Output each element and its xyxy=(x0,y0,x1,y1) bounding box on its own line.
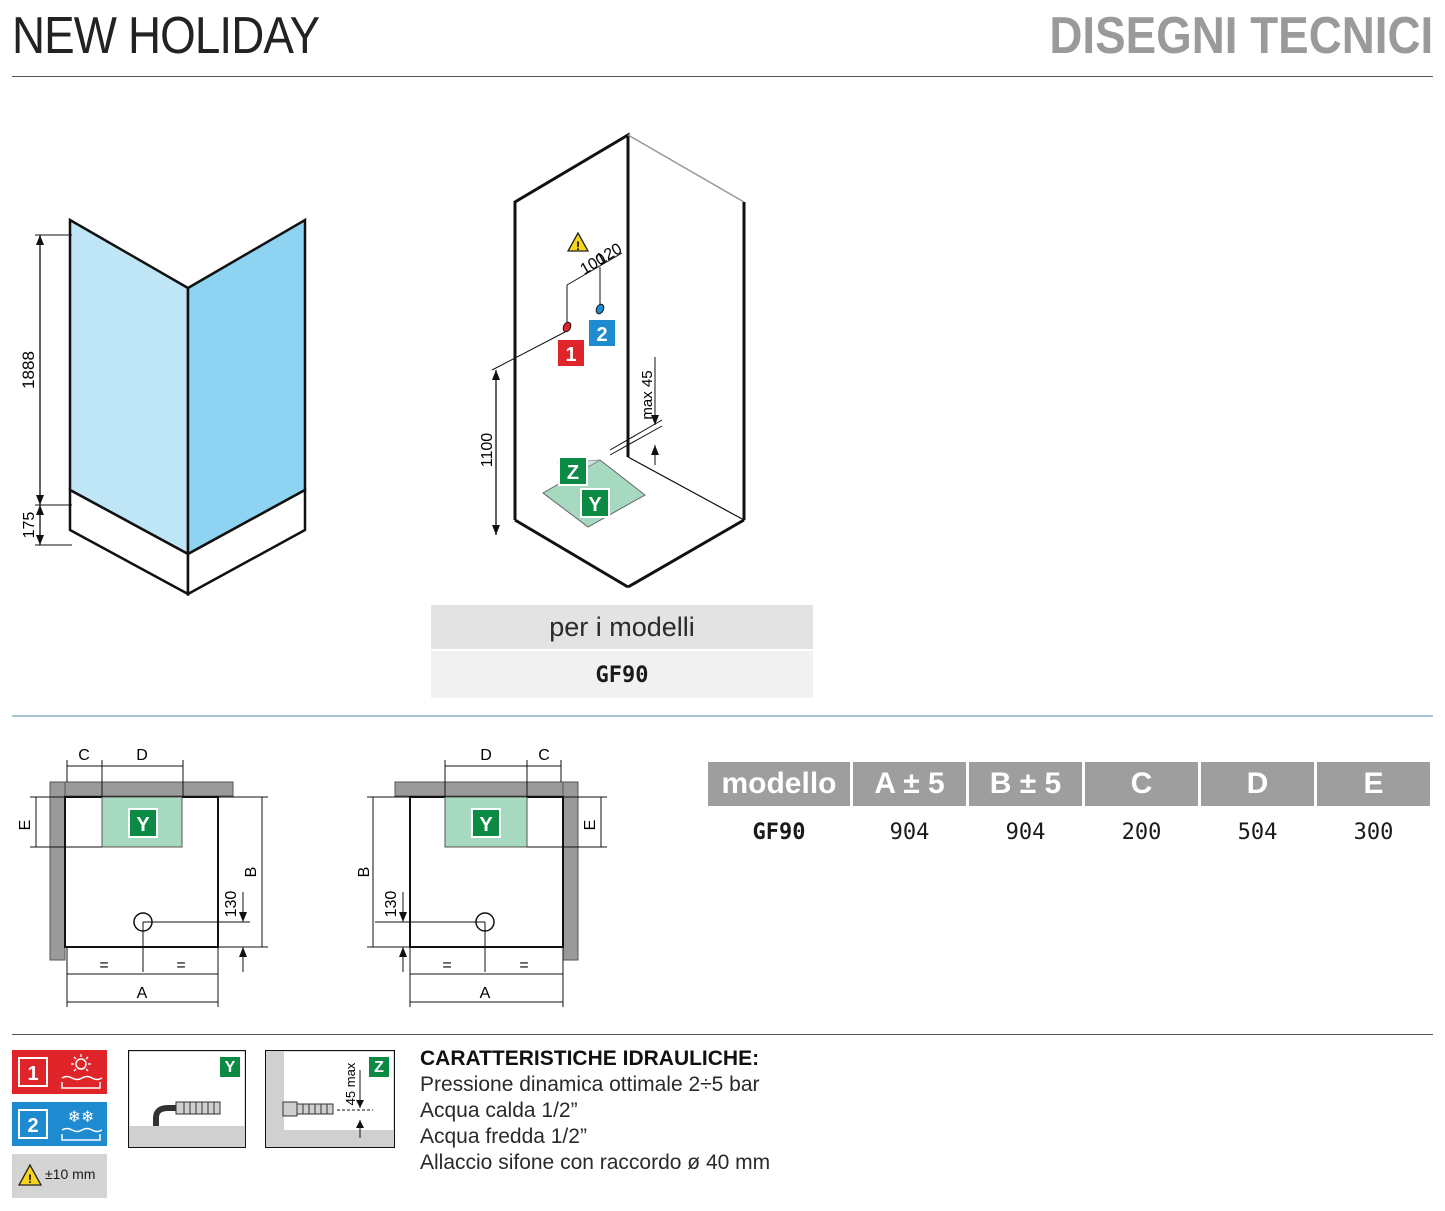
dimension-table: modello A ± 5 B ± 5 C D E GF90 904 904 2… xyxy=(705,762,1433,858)
warning-icon: ! xyxy=(18,1164,42,1186)
label-a: A xyxy=(137,985,148,1002)
y-marker: Y xyxy=(580,488,610,518)
spec-line: Acqua fredda 1/2” xyxy=(420,1125,587,1148)
y-marker: Y xyxy=(471,808,501,838)
label-b: B xyxy=(243,867,260,878)
header-e: E xyxy=(1317,762,1430,806)
header-modello: modello xyxy=(708,762,850,806)
cell-modello: GF90 xyxy=(752,819,806,845)
z-marker: Z xyxy=(558,456,588,486)
cold-number: 2 xyxy=(18,1109,48,1139)
detail-z-dim: 45 max xyxy=(343,1062,358,1105)
section-title: DISEGNI TECNICI xyxy=(1049,7,1433,65)
dim-130: 130 xyxy=(383,891,400,918)
models-box: per i modelli GF90 xyxy=(431,605,813,698)
hot-number: 1 xyxy=(18,1057,48,1087)
header-b: B ± 5 xyxy=(969,762,1082,806)
svg-text:!: ! xyxy=(576,239,580,253)
cold-marker: 2 xyxy=(587,318,617,348)
header-divider xyxy=(12,76,1433,77)
plan-view-left: C D E B 130 = = A xyxy=(17,747,268,1007)
label-a: A xyxy=(480,985,491,1002)
label-e: E xyxy=(582,820,599,831)
tolerance-legend: ! ±10 mm xyxy=(12,1154,107,1198)
header-a: A ± 5 xyxy=(853,762,966,806)
cell-a: 904 xyxy=(889,819,930,845)
table-header-row: modello A ± 5 B ± 5 C D E xyxy=(708,762,1430,806)
label-c: C xyxy=(538,747,550,764)
header-c: C xyxy=(1085,762,1198,806)
dim-total-height: 1888 xyxy=(19,351,38,389)
label-c: C xyxy=(78,747,90,764)
svg-text:!: ! xyxy=(28,1172,32,1186)
label-equal: = xyxy=(519,957,528,974)
cell-c: 200 xyxy=(1121,819,1162,845)
cell-e: 300 xyxy=(1353,819,1394,845)
models-value: GF90 xyxy=(431,651,813,698)
dim-base-height: 175 xyxy=(21,512,38,539)
label-b: B xyxy=(356,867,373,878)
dim-height: 1100 xyxy=(479,433,496,468)
detail-z: 45 max xyxy=(265,1050,395,1148)
hydraulic-specs: CARATTERISTICHE IDRAULICHE: Pressione di… xyxy=(420,1046,770,1176)
right-base xyxy=(186,487,307,597)
section-divider xyxy=(12,715,1433,717)
plan-view-right: D C E B 130 = = A xyxy=(356,747,607,1007)
label-equal: = xyxy=(442,957,451,974)
models-heading: per i modelli xyxy=(431,605,813,649)
label-equal: = xyxy=(99,957,108,974)
product-title: NEW HOLIDAY xyxy=(12,7,320,65)
tolerance-text: ±10 mm xyxy=(45,1166,96,1182)
label-equal: = xyxy=(176,957,185,974)
footer-divider xyxy=(12,1034,1433,1035)
spec-line: Acqua calda 1/2” xyxy=(420,1099,578,1122)
header-d: D xyxy=(1201,762,1314,806)
elevation-drawing: 1888 175 xyxy=(19,217,307,597)
cold-water-legend: 2 ❄❄ xyxy=(12,1102,107,1146)
hot-water-legend: 1 xyxy=(12,1050,107,1094)
label-e: E xyxy=(17,820,34,831)
cell-b: 904 xyxy=(1005,819,1046,845)
detail-y-badge: Y xyxy=(218,1055,242,1079)
hydraulic-heading: CARATTERISTICHE IDRAULICHE: xyxy=(420,1047,760,1070)
label-d: D xyxy=(136,747,148,764)
spec-line: Allaccio sifone con raccordo ø 40 mm xyxy=(420,1151,771,1174)
y-marker: Y xyxy=(128,808,158,838)
table-row: GF90 904 904 200 504 300 xyxy=(708,806,1430,858)
hot-marker: 1 xyxy=(556,338,586,368)
svg-text:❄❄: ❄❄ xyxy=(68,1109,95,1126)
sun-water-icon xyxy=(61,1054,103,1089)
dim-130: 130 xyxy=(223,891,240,918)
label-d: D xyxy=(480,747,492,764)
dim-max: max 45 xyxy=(639,370,656,419)
plumbing-perspective: ! 100 120 1100 max 45 xyxy=(479,132,746,589)
warning-icon xyxy=(566,231,590,252)
spec-line: Pressione dinamica ottimale 2÷5 bar xyxy=(420,1073,760,1096)
snowflake-water-icon: ❄❄ xyxy=(61,1109,103,1141)
detail-z-badge: Z xyxy=(367,1055,391,1079)
cell-d: 504 xyxy=(1237,819,1278,845)
